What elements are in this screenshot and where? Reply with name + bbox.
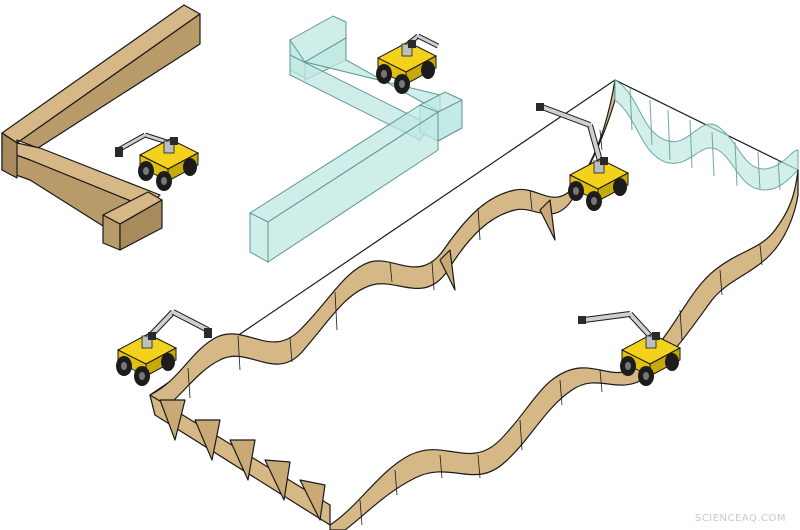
mobile-manipulator-robot (115, 309, 212, 387)
front-short-wall (159, 399, 326, 521)
mobile-manipulator-robot (375, 33, 440, 95)
mobile-manipulator-robot (536, 103, 629, 212)
glass-l-wall (248, 15, 463, 263)
mobile-manipulator-robot (578, 311, 681, 387)
mobile-manipulator-robot (115, 132, 199, 192)
wooden-l-wall (1, 4, 201, 251)
corrugated-wall-enclosure (149, 79, 799, 530)
watermark: SCIENCEAQ.COM (694, 513, 786, 524)
